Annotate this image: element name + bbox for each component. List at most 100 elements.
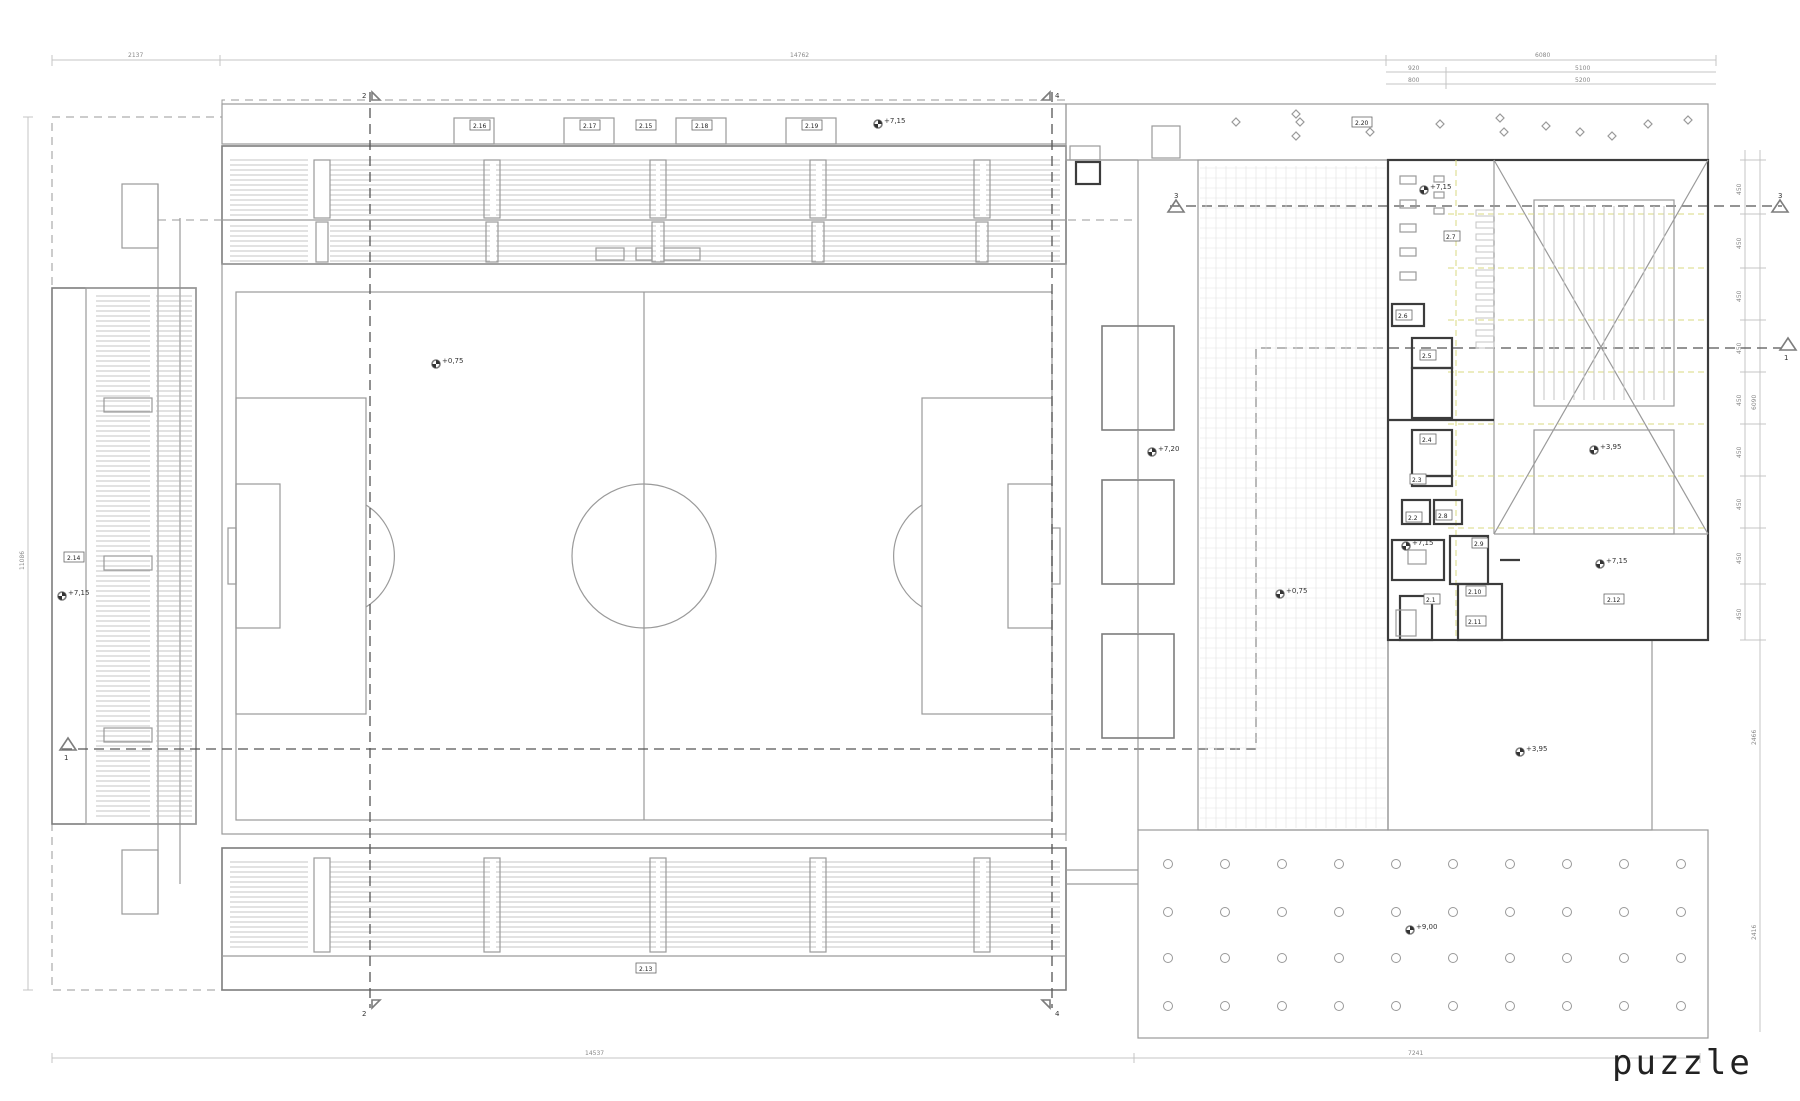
parking-columns [1163, 859, 1686, 1011]
svg-text:+9,00: +9,00 [1416, 923, 1437, 931]
dimension-lines: 2137 14762 6080 920 5100 800 5200 11086 … [19, 52, 1766, 1063]
room-tag-2-6: 2.6 [1398, 313, 1408, 320]
dim-right-total: 6090 [1751, 395, 1758, 410]
svg-text:+7,15: +7,15 [1606, 557, 1627, 565]
svg-text:+7,15: +7,15 [884, 117, 905, 125]
dim-top-right-c: 800 [1408, 77, 1420, 84]
paved-plaza-grid [1200, 166, 1386, 828]
svg-text:+3,95: +3,95 [1600, 443, 1621, 451]
dim-top-right-d: 5200 [1575, 77, 1590, 84]
svg-text:+0,75: +0,75 [442, 357, 463, 365]
dim-top-right-b: 5100 [1575, 65, 1590, 72]
section-mark-3-right: 3 [1778, 192, 1782, 200]
elevation-marker: +7,15 [57, 589, 89, 601]
dim-right-tick: 450 [1736, 608, 1743, 620]
room-tag-2-20: 2.20 [1355, 120, 1369, 127]
room-tag-2-3: 2.3 [1412, 477, 1422, 484]
changing-room-benches [1399, 175, 1495, 349]
room-tag-2-5: 2.5 [1422, 353, 1432, 360]
dim-left-vertical: 11086 [19, 551, 26, 570]
dim-right-tick: 450 [1736, 394, 1743, 406]
section-mark-4-top: 4 [1055, 92, 1060, 100]
hall-service-rooms [1388, 302, 1520, 642]
plaza-stair [1151, 125, 1181, 159]
room-tag-2-18: 2.18 [695, 123, 709, 130]
stadium-roof-outline [51, 99, 1067, 991]
section-markers: 2 4 2 4 3 3 1 1 [58, 90, 1798, 1018]
dim-right-tick: 450 [1736, 552, 1743, 564]
room-tag-2-1: 2.1 [1426, 597, 1436, 604]
room-tag-2-12: 2.12 [1607, 597, 1621, 604]
elevation-marker: +7,15 [1595, 557, 1627, 569]
puzzle-watermark: puzzle [1612, 1043, 1753, 1083]
paved-plaza [1197, 159, 1389, 831]
room-tag-2-15: 2.15 [639, 123, 653, 130]
west-stand-seating [96, 295, 192, 817]
elevation-marker: +7,15 [1419, 183, 1451, 195]
room-tag-2-16: 2.16 [473, 123, 487, 130]
elevation-marker: +0,75 [1275, 587, 1307, 599]
dim-right-tick: 450 [1736, 446, 1743, 458]
section-mark-4-bottom: 4 [1055, 1010, 1060, 1018]
elevation-marker: +7,15 [1401, 539, 1433, 551]
north-stair [1074, 160, 1102, 186]
room-tag-2-8: 2.8 [1438, 513, 1448, 520]
room-tag-2-10: 2.10 [1468, 589, 1482, 596]
dim-top-right: 6080 [1535, 52, 1550, 59]
room-tag-2-9: 2.9 [1474, 541, 1484, 548]
dim-right-mid: 2466 [1751, 730, 1758, 745]
room-tag-2-17: 2.17 [583, 123, 597, 130]
hall-track-lanes [1543, 206, 1665, 400]
north-stand-boxes [595, 247, 701, 261]
elevation-marker: +9,00 [1405, 923, 1437, 935]
section-mark-1-right: 1 [1784, 354, 1788, 362]
svg-text:+7,15: +7,15 [1412, 539, 1433, 547]
elevation-marker: +7,15 [873, 117, 905, 129]
room-tag-2-14: 2.14 [67, 555, 81, 562]
right-dimension-ticks: 450 450 450 450 450 450 450 450 450 [1736, 159, 1766, 641]
elevation-marker: +3,95 [1515, 745, 1547, 757]
room-tag-2-11: 2.11 [1468, 619, 1482, 626]
room-tags: 2.16 2.17 2.15 2.18 2.19 2.20 2.14 2.13 … [63, 116, 1625, 974]
dim-right-tick: 450 [1736, 290, 1743, 302]
dim-top-main: 14762 [790, 52, 809, 59]
section-mark-2-top: 2 [362, 92, 366, 100]
section-mark-3-left: 3 [1174, 192, 1178, 200]
south-stand [221, 847, 1067, 991]
football-pitch [221, 263, 1067, 835]
dim-right-bottom: 2416 [1751, 925, 1758, 940]
dim-right-tick: 450 [1736, 183, 1743, 195]
parking-deck [1137, 829, 1709, 1039]
svg-text:+0,75: +0,75 [1286, 587, 1307, 595]
dim-right-tick: 450 [1736, 498, 1743, 510]
room-tag-2-7: 2.7 [1446, 234, 1456, 241]
elevation-marker: +3,95 [1589, 443, 1621, 455]
svg-text:+3,95: +3,95 [1526, 745, 1547, 753]
south-stand-seating [222, 857, 1066, 957]
dim-right-tick: 450 [1736, 237, 1743, 249]
lower-plaza [1387, 639, 1653, 831]
section-mark-1-left: 1 [64, 754, 68, 762]
elevation-markers: +7,15 +0,75 +7,20 +7,15 +3,95 +7,15 +7,1… [57, 117, 1627, 935]
elevation-marker: +0,75 [431, 357, 463, 369]
room-tag-2-2: 2.2 [1408, 515, 1418, 522]
dim-right-tick: 450 [1736, 342, 1743, 354]
svg-text:+7,15: +7,15 [68, 589, 89, 597]
top-kiosks [453, 117, 837, 145]
east-concourse [1066, 159, 1175, 830]
svg-text:+7,15: +7,15 [1430, 183, 1451, 191]
dim-top-right-a: 920 [1408, 65, 1420, 72]
plaza-planting [1231, 109, 1693, 141]
west-stand [51, 183, 197, 915]
section-mark-2-bottom: 2 [362, 1010, 366, 1018]
svg-text:+7,20: +7,20 [1158, 445, 1179, 453]
room-tag-2-4: 2.4 [1422, 437, 1432, 444]
dim-top-left: 2137 [128, 52, 143, 59]
room-tag-2-19: 2.19 [805, 123, 819, 130]
elevation-marker: +7,20 [1147, 445, 1179, 457]
dim-bottom-main: 14537 [585, 1050, 604, 1057]
sports-hall [1386, 158, 1710, 642]
room-tag-2-13: 2.13 [639, 966, 653, 973]
north-stand-seating [222, 159, 1066, 263]
